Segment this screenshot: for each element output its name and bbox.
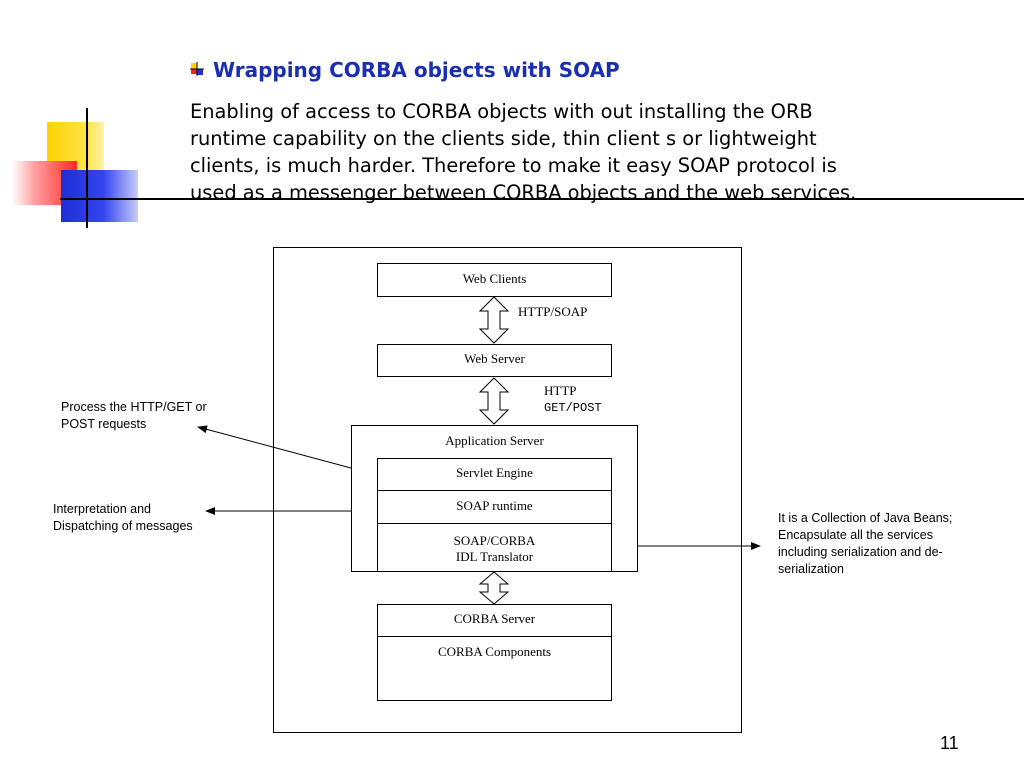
corba-server-box: CORBA Server [377,604,612,637]
page-number: 11 [940,733,959,753]
double-arrow-corba [478,571,510,605]
web-server-label: Web Server [464,351,525,366]
note-line: POST requests [61,417,147,431]
web-clients-label: Web Clients [462,271,527,286]
note-line: Process the HTTP/GET or [61,400,207,414]
note-line: serialization [778,562,845,576]
diagram-frame [273,247,742,733]
pointer-process [197,425,378,476]
body-line: clients, is much harder. Therefore to ma… [190,154,837,177]
note-interpretation: Interpretation and Dispatching of messag… [53,501,193,535]
double-arrow-http-soap [478,296,510,344]
translator-label-line1: SOAP/CORBA [453,533,536,548]
note-line: Encapsulate all the services [778,528,933,542]
note-line: It is a Collection of Java Beans; [778,511,953,525]
double-arrow-http [478,377,510,425]
web-clients-box: Web Clients [377,263,612,297]
body-paragraph: Enabling of access to CORBA objects with… [190,98,990,206]
body-line: runtime capability on the clients side, … [190,127,817,150]
body-line: used as a messenger between CORBA object… [190,181,857,204]
idl-translator-box: SOAP/CORBA IDL Translator [377,523,612,572]
corba-components-box: CORBA Components [377,636,612,701]
web-server-box: Web Server [377,344,612,377]
servlet-engine-label: Servlet Engine [456,465,533,480]
bullet-icon [190,62,204,76]
slide-heading: Wrapping CORBA objects with SOAP [213,58,620,82]
corba-server-label: CORBA Server [453,611,536,626]
servlet-engine-box: Servlet Engine [377,458,612,491]
body-line: Enabling of access to CORBA objects with… [190,100,813,123]
note-java-beans: It is a Collection of Java Beans; Encaps… [778,510,952,578]
note-line: including serialization and de- [778,545,943,559]
soap-runtime-box: SOAP runtime [377,490,612,524]
http-soap-label: HTTP/SOAP [518,304,588,319]
application-server-label: Application Server [445,433,544,448]
get-post-label: GET/POST [544,401,602,415]
note-line: Dispatching of messages [53,519,193,533]
corba-components-label: CORBA Components [437,644,552,659]
note-process-requests: Process the HTTP/GET or POST requests [61,399,207,433]
translator-label-line2: IDL Translator [455,549,534,564]
logo-blue-square [61,170,138,222]
logo-vertical-line [86,108,88,228]
horizontal-rule [60,198,1024,200]
soap-runtime-label: SOAP runtime [456,498,533,513]
http-label: HTTP [544,383,577,398]
note-line: Interpretation and [53,502,151,516]
